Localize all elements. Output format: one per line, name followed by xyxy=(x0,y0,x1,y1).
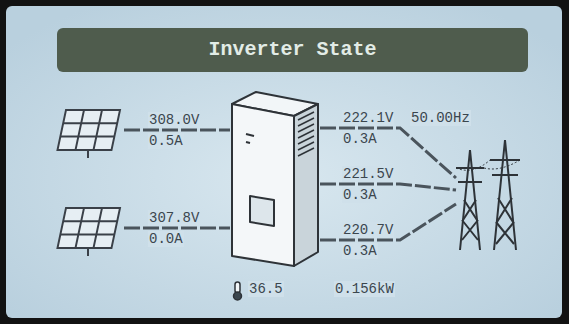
dc-voltage: 308.0V xyxy=(148,112,200,128)
dc-voltage: 307.8V xyxy=(148,210,200,226)
inverter-symbol xyxy=(232,92,318,266)
solar-panel xyxy=(57,110,120,150)
dc-current: 0.5A xyxy=(148,133,184,149)
ac-voltage: 220.7V xyxy=(342,222,394,238)
power-value: 0.156kW xyxy=(334,281,395,297)
ac-current: 0.3A xyxy=(342,131,378,147)
panel-stand xyxy=(87,150,89,158)
title-band xyxy=(57,28,528,72)
solar-panel xyxy=(57,208,120,248)
thermometer-icon xyxy=(234,282,242,300)
dc-wire xyxy=(124,130,230,228)
lcd-background xyxy=(6,6,562,318)
ac-current: 0.3A xyxy=(342,187,378,203)
temperature-value: 36.5 xyxy=(248,281,284,297)
grid-tower xyxy=(456,140,520,250)
ac-voltage: 222.1V xyxy=(342,110,394,126)
screen-title: Inverter State xyxy=(208,38,376,62)
ac-wire xyxy=(320,128,456,240)
panel-stand xyxy=(87,248,89,256)
ac-voltage: 221.5V xyxy=(342,166,394,182)
dc-current: 0.0A xyxy=(148,231,184,247)
grid-frequency: 50.00Hz xyxy=(410,110,471,126)
ac-current: 0.3A xyxy=(342,243,378,259)
